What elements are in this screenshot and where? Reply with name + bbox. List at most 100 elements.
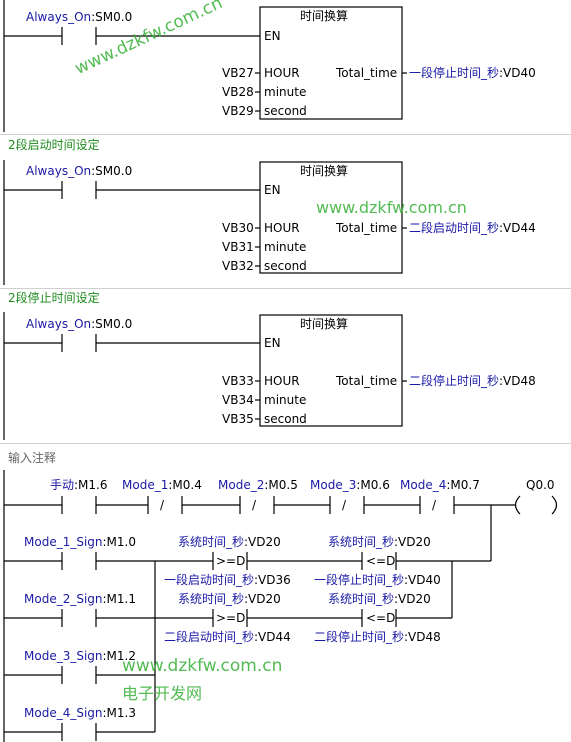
address: :SM0.0 <box>91 317 133 331</box>
function-box <box>259 314 403 427</box>
compare-top-operand[interactable]: 系统时间_秒:VD20 <box>328 535 431 549</box>
box-en-pin: EN <box>264 183 281 197</box>
coil-right <box>551 495 558 515</box>
network-comment[interactable]: 输入注释 <box>8 451 57 465</box>
input-var[interactable]: VB30 <box>222 221 254 235</box>
contact-label[interactable]: 手动:M1.6 <box>50 478 108 492</box>
input-var[interactable]: VB32 <box>222 259 254 273</box>
output-label[interactable]: 一段停止时间_秒:VD40 <box>409 66 536 80</box>
input-pin: second <box>264 412 307 426</box>
address: :VD44 <box>254 630 291 644</box>
box-en-pin: EN <box>264 29 281 43</box>
address: :M1.6 <box>74 478 108 492</box>
input-var[interactable]: VB35 <box>222 412 254 426</box>
box-en-pin: EN <box>264 336 281 350</box>
compare-bottom-operand[interactable]: 一段停止时间_秒:VD40 <box>314 573 441 587</box>
symbol-name: 一段停止时间_秒 <box>314 573 405 587</box>
address: :VD48 <box>404 630 441 644</box>
contact-label[interactable]: Mode_3_Sign:M1.2 <box>24 649 136 663</box>
box-title: 时间换算 <box>300 164 349 178</box>
watermark-url: www.dzkfw.com.cn <box>122 656 283 676</box>
input-var[interactable]: VB29 <box>222 104 254 118</box>
function-box <box>259 161 403 274</box>
compare-bottom-operand[interactable]: 二段停止时间_秒:VD48 <box>314 630 441 644</box>
symbol-name: Mode_4 <box>400 478 447 492</box>
input-pin: HOUR <box>264 221 300 235</box>
symbol-name: 手动 <box>50 478 75 492</box>
address: :VD48 <box>499 374 536 388</box>
contact-label[interactable]: Mode_2:M0.5 <box>218 478 298 492</box>
network-comment[interactable]: 2段启动时间设定 <box>8 138 100 152</box>
address: :VD20 <box>394 592 431 606</box>
address: :M1.0 <box>102 535 136 549</box>
address: :M1.1 <box>102 592 136 606</box>
nc-mark: / <box>160 498 165 512</box>
compare-operator: <=D <box>366 611 396 625</box>
symbol-name: 二段启动时间_秒 <box>409 221 500 235</box>
compare-top-operand[interactable]: 系统时间_秒:VD20 <box>178 535 281 549</box>
compare-operator: >=D <box>216 554 246 568</box>
box-title: 时间换算 <box>300 9 349 23</box>
symbol-name: Mode_2_Sign <box>24 592 103 606</box>
input-var[interactable]: VB33 <box>222 374 254 388</box>
input-pin: minute <box>264 393 307 407</box>
address: :VD40 <box>499 66 536 80</box>
address: :VD44 <box>499 221 536 235</box>
contact-label[interactable]: Mode_1:M0.4 <box>122 478 202 492</box>
network-divider <box>0 443 571 444</box>
compare-top-operand[interactable]: 系统时间_秒:VD20 <box>178 592 281 606</box>
function-box <box>259 6 403 120</box>
address: :M0.5 <box>264 478 298 492</box>
contact-label[interactable]: Mode_4_Sign:M1.3 <box>24 706 136 720</box>
input-var[interactable]: VB34 <box>222 393 254 407</box>
contact-label[interactable]: Always_On:SM0.0 <box>26 10 132 24</box>
address: :VD20 <box>394 535 431 549</box>
contact-label[interactable]: Always_On:SM0.0 <box>26 164 132 178</box>
compare-bottom-operand[interactable]: 二段启动时间_秒:VD44 <box>164 630 291 644</box>
input-var[interactable]: VB31 <box>222 240 254 254</box>
address: :VD20 <box>244 592 281 606</box>
input-pin: minute <box>264 85 307 99</box>
symbol-name: 系统时间_秒 <box>328 535 395 549</box>
address: :VD20 <box>244 535 281 549</box>
address: :SM0.0 <box>91 10 133 24</box>
network-divider <box>0 288 571 289</box>
address: :M1.2 <box>102 649 136 663</box>
contact-label[interactable]: Always_On:SM0.0 <box>26 317 132 331</box>
nc-mark: / <box>252 498 257 512</box>
compare-bottom-operand[interactable]: 一段启动时间_秒:VD36 <box>164 573 291 587</box>
coil-label[interactable]: Q0.0 <box>526 478 555 492</box>
symbol-name: 系统时间_秒 <box>178 535 245 549</box>
contact-label[interactable]: Mode_1_Sign:M1.0 <box>24 535 136 549</box>
contact-label[interactable]: Mode_3:M0.6 <box>310 478 390 492</box>
address: :VD40 <box>404 573 441 587</box>
symbol-name: 一段停止时间_秒 <box>409 66 500 80</box>
input-pin: minute <box>264 240 307 254</box>
symbol-name: Always_On <box>26 10 92 24</box>
symbol-name: 二段停止时间_秒 <box>409 374 500 388</box>
symbol-name: Always_On <box>26 164 92 178</box>
output-pin: Total_time <box>336 221 398 235</box>
output-label[interactable]: 二段启动时间_秒:VD44 <box>409 221 536 235</box>
compare-top-operand[interactable]: 系统时间_秒:VD20 <box>328 592 431 606</box>
symbol-name: 系统时间_秒 <box>328 592 395 606</box>
input-pin: second <box>264 104 307 118</box>
address: :M0.7 <box>446 478 480 492</box>
symbol-name: Mode_4_Sign <box>24 706 103 720</box>
address: :VD36 <box>254 573 291 587</box>
symbol-name: 二段停止时间_秒 <box>314 630 405 644</box>
network-comment[interactable]: 2段停止时间设定 <box>8 291 100 305</box>
input-var[interactable]: VB27 <box>222 66 254 80</box>
address: :M0.6 <box>356 478 390 492</box>
input-pin: HOUR <box>264 374 300 388</box>
symbol-name: Mode_2 <box>218 478 265 492</box>
address: :M0.4 <box>168 478 202 492</box>
network-divider <box>0 134 571 135</box>
address: :SM0.0 <box>91 164 133 178</box>
input-var[interactable]: VB28 <box>222 85 254 99</box>
watermark-cn: 电子开发网 <box>122 684 203 703</box>
contact-label[interactable]: Mode_2_Sign:M1.1 <box>24 592 136 606</box>
output-label[interactable]: 二段停止时间_秒:VD48 <box>409 374 536 388</box>
contact-label[interactable]: Mode_4:M0.7 <box>400 478 480 492</box>
